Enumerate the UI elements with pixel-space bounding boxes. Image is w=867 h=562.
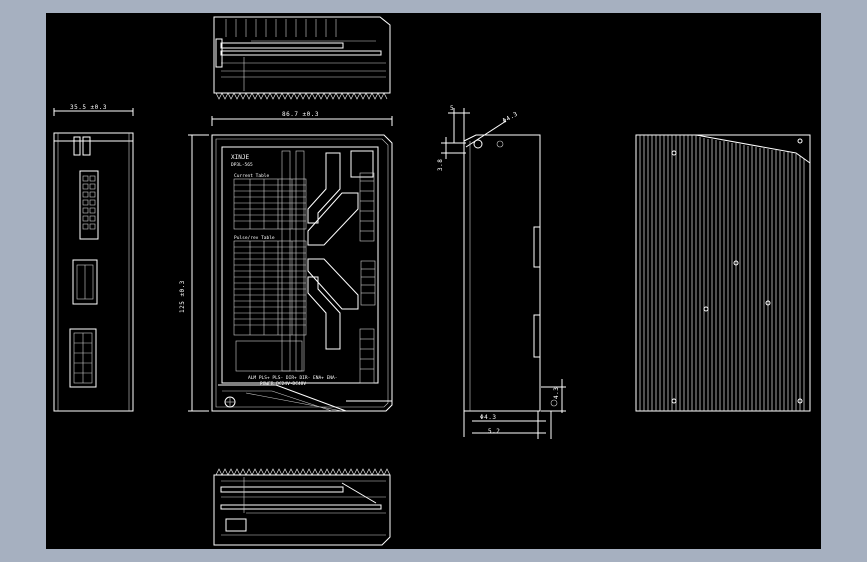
dim-hole-diameter-bottom: Φ4.3 (480, 414, 496, 421)
front-view: 86.7 ±0.3 125 ±0.3 XINJE DP3L-565 Curren… (179, 111, 393, 412)
label-pulse-table-title: Pulse/rev Table (234, 235, 275, 241)
current-table (233, 178, 307, 230)
top-view (213, 16, 391, 100)
label-bottom-text-1: ALM PLS+ PLS- DIR+ DIR- ENA+ ENA- (248, 375, 337, 381)
dim-left-width: 35.5 ±0.3 (70, 104, 107, 111)
dim-bottom-height: 4.3 (553, 387, 560, 399)
dim-front-width: 86.7 ±0.3 (282, 111, 319, 118)
drawing-canvas: 35.5 ±0.3 86 (46, 13, 821, 549)
pulse-table (233, 240, 307, 336)
dim-bottom-offset: 5.2 (488, 428, 500, 435)
dim-front-height: 125 ±0.3 (179, 280, 186, 313)
cad-drawing: 35.5 ±0.3 86 (53, 16, 811, 546)
heatsink-rear-view (635, 134, 811, 412)
bottom-view (213, 468, 391, 546)
left-side-view: 35.5 ±0.3 (53, 104, 134, 412)
dim-hole-diameter-top: Φ4.3 (502, 110, 520, 124)
label-bottom-text-2: POWER:DC24V~DC48V (260, 381, 306, 387)
label-current-table-title: Current Table (234, 173, 270, 179)
label-brand: XINJE (231, 154, 249, 161)
dim-hole-offset-y: 3.8 (437, 159, 444, 171)
label-model: DP3L-565 (231, 162, 253, 168)
dim-hole-offset-x: 5 (450, 105, 454, 112)
dip-graphic (307, 152, 359, 350)
side-profile-view: 5 3.8 Φ4.3 4.3 Φ4.3 5.2 (437, 105, 566, 439)
